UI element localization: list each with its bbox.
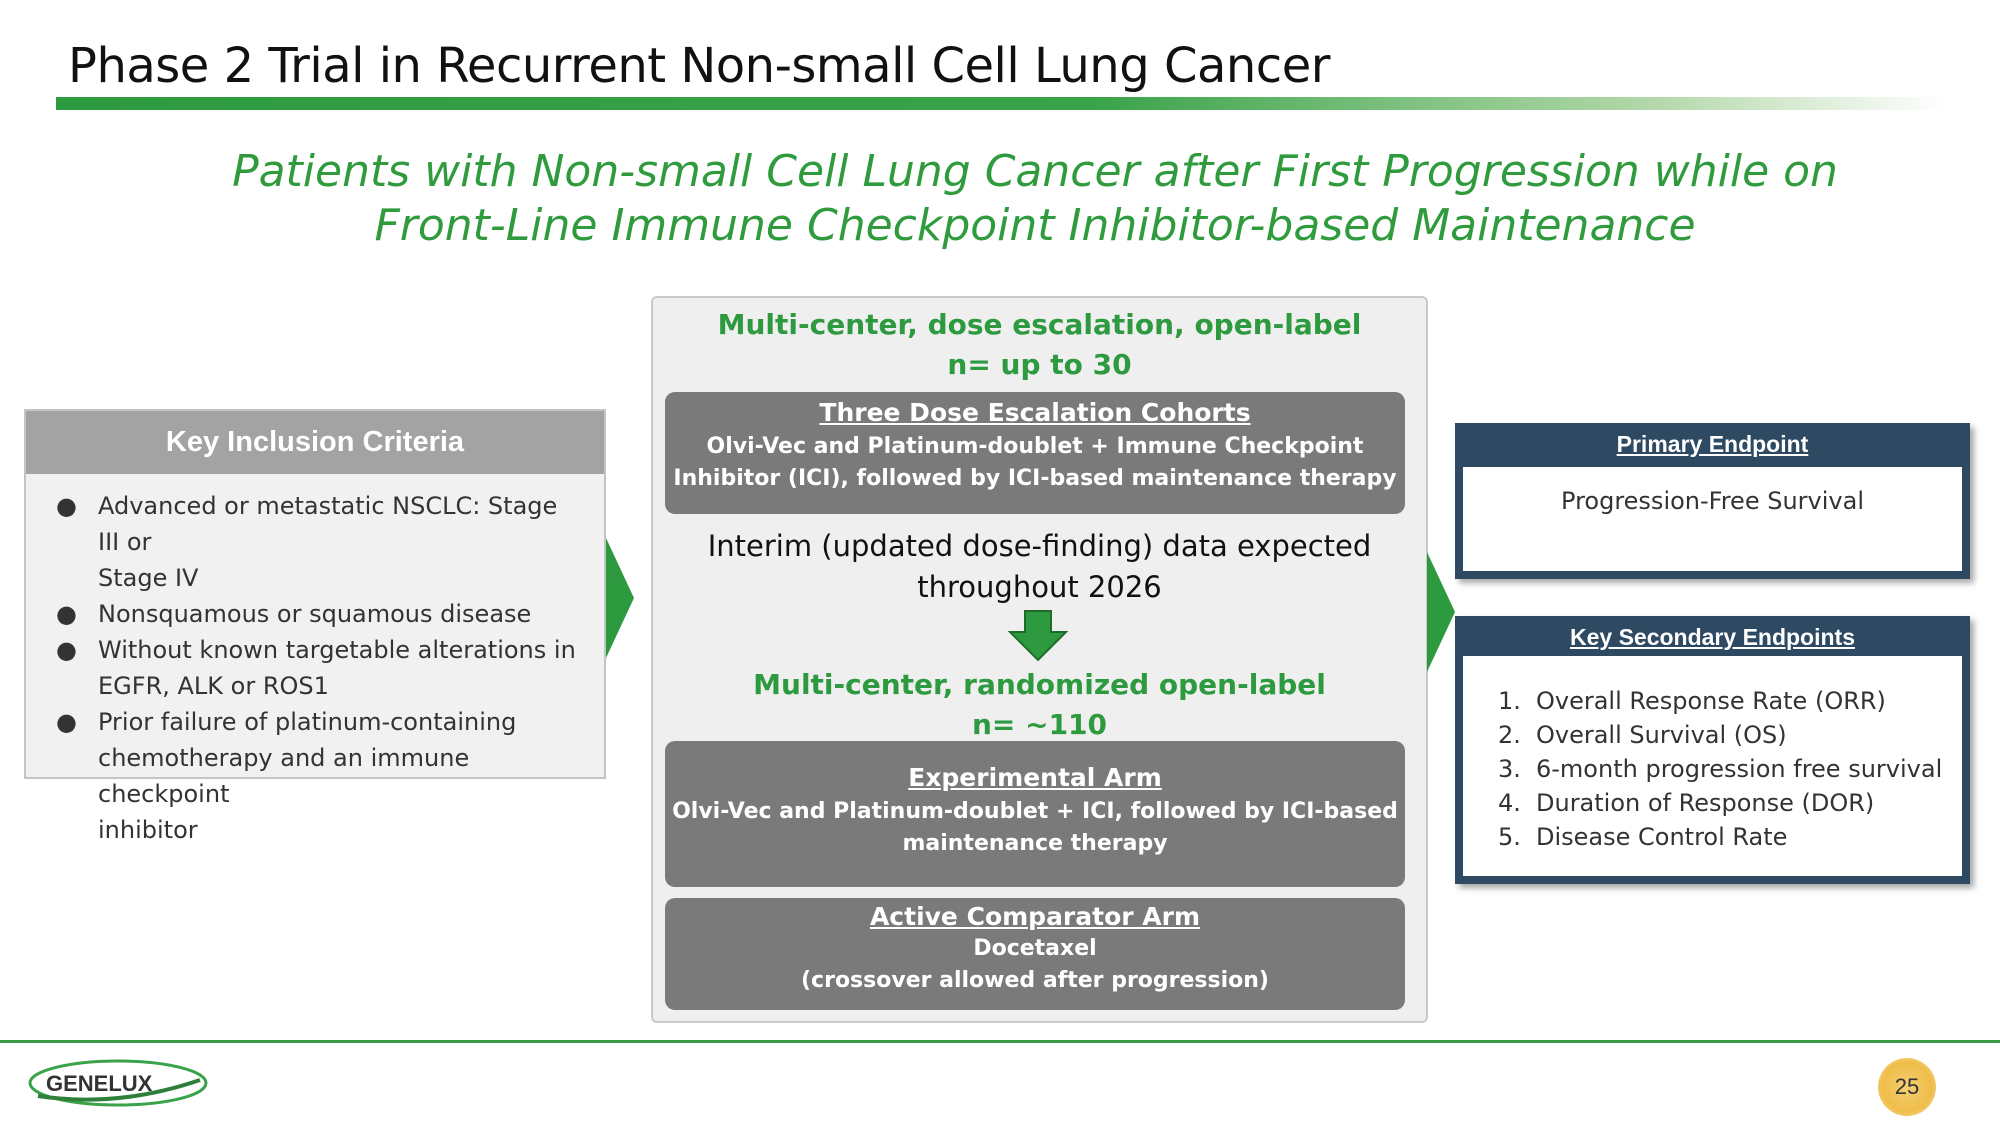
arrow-down-icon bbox=[1008, 610, 1068, 662]
phase-b-enrollment: n= ~110 bbox=[971, 708, 1108, 741]
list-item: 1.Overall Response Rate (ORR) bbox=[1498, 687, 1886, 715]
experimental-arm-box: Experimental Arm Olvi-Vec and Platinum-d… bbox=[665, 741, 1405, 887]
list-item: 4.Duration of Response (DOR) bbox=[1498, 789, 1875, 817]
primary-endpoint-value: Progression-Free Survival bbox=[1463, 467, 1962, 571]
inclusion-criteria-list: ●Advanced or metastatic NSCLC: Stage III… bbox=[26, 474, 604, 848]
phase-b-heading: Multi-center, randomized open-label bbox=[753, 668, 1326, 701]
secondary-endpoints-box: Key Secondary Endpoints 1.Overall Respon… bbox=[1455, 616, 1970, 884]
secondary-endpoints-list: 1.Overall Response Rate (ORR) 2.Overall … bbox=[1498, 684, 1962, 854]
study-design-panel: Multi-center, dose escalation, open-labe… bbox=[651, 296, 1428, 1023]
slide-title: Phase 2 Trial in Recurrent Non-small Cel… bbox=[68, 38, 1330, 94]
bullet-icon: ● bbox=[56, 708, 77, 736]
criteria-item: ●Advanced or metastatic NSCLC: Stage III… bbox=[56, 488, 586, 596]
logo-text: GENELUX bbox=[46, 1071, 153, 1096]
title-underline bbox=[56, 97, 1946, 110]
primary-endpoint-box: Primary Endpoint Progression-Free Surviv… bbox=[1455, 423, 1970, 579]
interim-data-note: Interim (updated dose-finding) data expe… bbox=[707, 529, 1372, 604]
list-item: 3.6-month progression free survival bbox=[1498, 755, 1943, 783]
subtitle-line-2: Front-Line Immune Checkpoint Inhibitor-b… bbox=[374, 200, 1696, 251]
dose-escalation-title: Three Dose Escalation Cohorts bbox=[819, 398, 1251, 427]
footer-divider bbox=[0, 1040, 2000, 1043]
comparator-arm-box: Active Comparator Arm Docetaxel (crossov… bbox=[665, 898, 1405, 1010]
list-item: 2.Overall Survival (OS) bbox=[1498, 721, 1787, 749]
secondary-endpoints-heading: Key Secondary Endpoints bbox=[1569, 624, 1855, 650]
criteria-item: ●Nonsquamous or squamous disease bbox=[56, 596, 586, 632]
inclusion-criteria-box: Key Inclusion Criteria ●Advanced or meta… bbox=[24, 409, 606, 844]
inclusion-criteria-heading: Key Inclusion Criteria bbox=[26, 411, 604, 474]
genelux-logo: GENELUX bbox=[28, 1059, 208, 1107]
list-item: 5.Disease Control Rate bbox=[1498, 823, 1788, 851]
comparator-arm-title: Active Comparator Arm bbox=[869, 902, 1201, 931]
arrow-right-icon bbox=[1427, 552, 1455, 672]
subtitle-line-1: Patients with Non-small Cell Lung Cancer… bbox=[232, 146, 1838, 197]
phase-a-heading: Multi-center, dose escalation, open-labe… bbox=[717, 308, 1362, 341]
experimental-arm-title: Experimental Arm bbox=[908, 763, 1162, 792]
phase-a-enrollment: n= up to 30 bbox=[947, 348, 1132, 381]
bullet-icon: ● bbox=[56, 636, 77, 664]
page-number: 25 bbox=[1878, 1058, 1936, 1116]
arrow-right-icon bbox=[606, 538, 634, 658]
bullet-icon: ● bbox=[56, 492, 77, 520]
dose-escalation-box: Three Dose Escalation Cohorts Olvi-Vec a… bbox=[665, 392, 1405, 514]
bullet-icon: ● bbox=[56, 600, 77, 628]
criteria-item: ●Without known targetable alterations in… bbox=[56, 632, 586, 704]
primary-endpoint-heading: Primary Endpoint bbox=[1616, 431, 1809, 457]
